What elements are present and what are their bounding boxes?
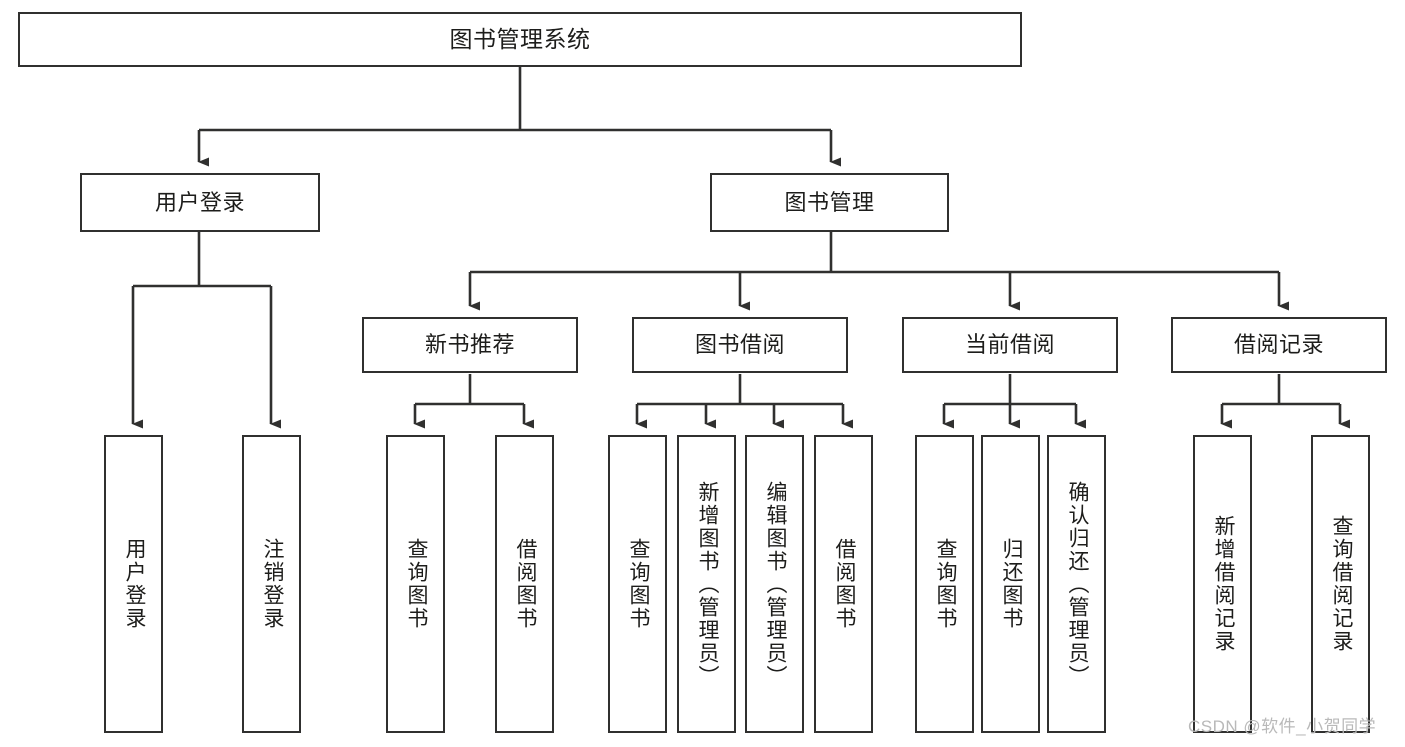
leaf-borrow-book-new[interactable]: 借阅图书 <box>495 435 554 733</box>
leaf-return-book[interactable]: 归还图书 <box>981 435 1040 733</box>
leaf-query-book-new[interactable]: 查询图书 <box>386 435 445 733</box>
node-current-borrow[interactable]: 当前借阅 <box>902 317 1118 373</box>
leaf-logout[interactable]: 注销登录 <box>242 435 301 733</box>
node-new-book-recommend[interactable]: 新书推荐 <box>362 317 578 373</box>
leaf-query-book-borrow[interactable]: 查询图书 <box>608 435 667 733</box>
node-root[interactable]: 图书管理系统 <box>18 12 1022 67</box>
node-user-login[interactable]: 用户登录 <box>80 173 320 232</box>
leaf-add-borrow-record[interactable]: 新增借阅记录 <box>1193 435 1252 733</box>
leaf-query-borrow-record[interactable]: 查询借阅记录 <box>1311 435 1370 733</box>
leaf-borrow-book[interactable]: 借阅图书 <box>814 435 873 733</box>
leaf-query-book-current[interactable]: 查询图书 <box>915 435 974 733</box>
node-borrow-record[interactable]: 借阅记录 <box>1171 317 1387 373</box>
node-book-borrow[interactable]: 图书借阅 <box>632 317 848 373</box>
leaf-add-book-admin[interactable]: 新增图书（管理员） <box>677 435 736 733</box>
leaf-user-login[interactable]: 用户登录 <box>104 435 163 733</box>
leaf-confirm-return-admin[interactable]: 确认归还（管理员） <box>1047 435 1106 733</box>
leaf-edit-book-admin[interactable]: 编辑图书（管理员） <box>745 435 804 733</box>
node-book-management[interactable]: 图书管理 <box>710 173 949 232</box>
